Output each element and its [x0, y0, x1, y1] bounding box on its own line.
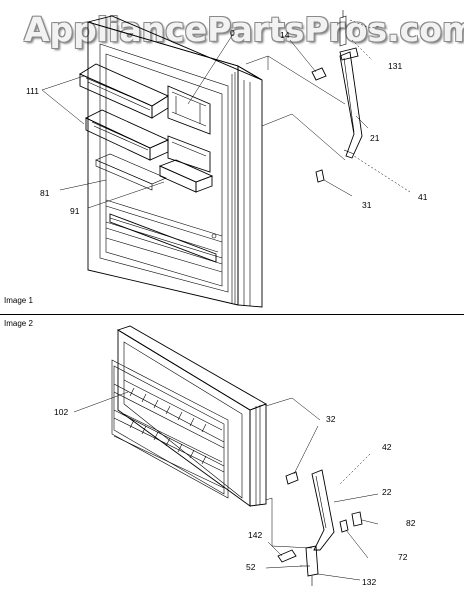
plug-82 [351, 511, 363, 527]
callout-14: 14 [280, 30, 290, 40]
watermark-logo: AppliancePartsPros.com [24, 10, 464, 49]
handle-22 [311, 469, 335, 551]
door-assembly-2 [111, 325, 268, 507]
door-bin-91 [158, 159, 214, 193]
callout-labels: 111 0 14 131 21 81 91 31 41 102 32 42 22… [26, 28, 428, 587]
door-bin-81 [95, 153, 167, 191]
door-bin-111-upper [79, 63, 169, 119]
callout-0: 0 [230, 28, 235, 38]
gasket-outline-2 [265, 397, 321, 549]
leaders-1 [41, 19, 411, 209]
plug-72 [339, 519, 349, 533]
callout-32: 32 [326, 414, 336, 424]
clip-142 [277, 549, 297, 563]
handle-21 [339, 47, 363, 159]
callout-21: 21 [370, 133, 380, 143]
bracket-32 [285, 471, 299, 485]
callout-91: 91 [70, 206, 80, 216]
gasket-outline-1 [245, 55, 346, 161]
clip-14 [311, 67, 327, 81]
hinge-131 [339, 10, 347, 47]
callout-22: 22 [382, 487, 392, 497]
callout-111: 111 [26, 86, 39, 96]
panel-divider [0, 314, 464, 315]
callout-72: 72 [398, 552, 408, 562]
door-bin-111-lower [84, 109, 170, 161]
callout-31: 31 [362, 200, 372, 210]
callout-82: 82 [406, 518, 416, 528]
callout-132: 132 [362, 577, 376, 587]
callout-102: 102 [54, 407, 68, 417]
plug-31 [315, 169, 325, 183]
door-assembly-1 [79, 15, 263, 308]
leaders-2 [73, 391, 379, 581]
panel-label-image-1: Image 1 [4, 296, 33, 305]
callout-41: 41 [418, 192, 428, 202]
callout-52: 52 [246, 562, 256, 572]
callout-142: 142 [248, 530, 262, 540]
panel-label-image-2: Image 2 [4, 319, 33, 328]
callout-42: 42 [382, 442, 392, 452]
callout-81: 81 [40, 188, 50, 198]
callout-131: 131 [388, 61, 402, 71]
screw-41 [343, 149, 355, 155]
